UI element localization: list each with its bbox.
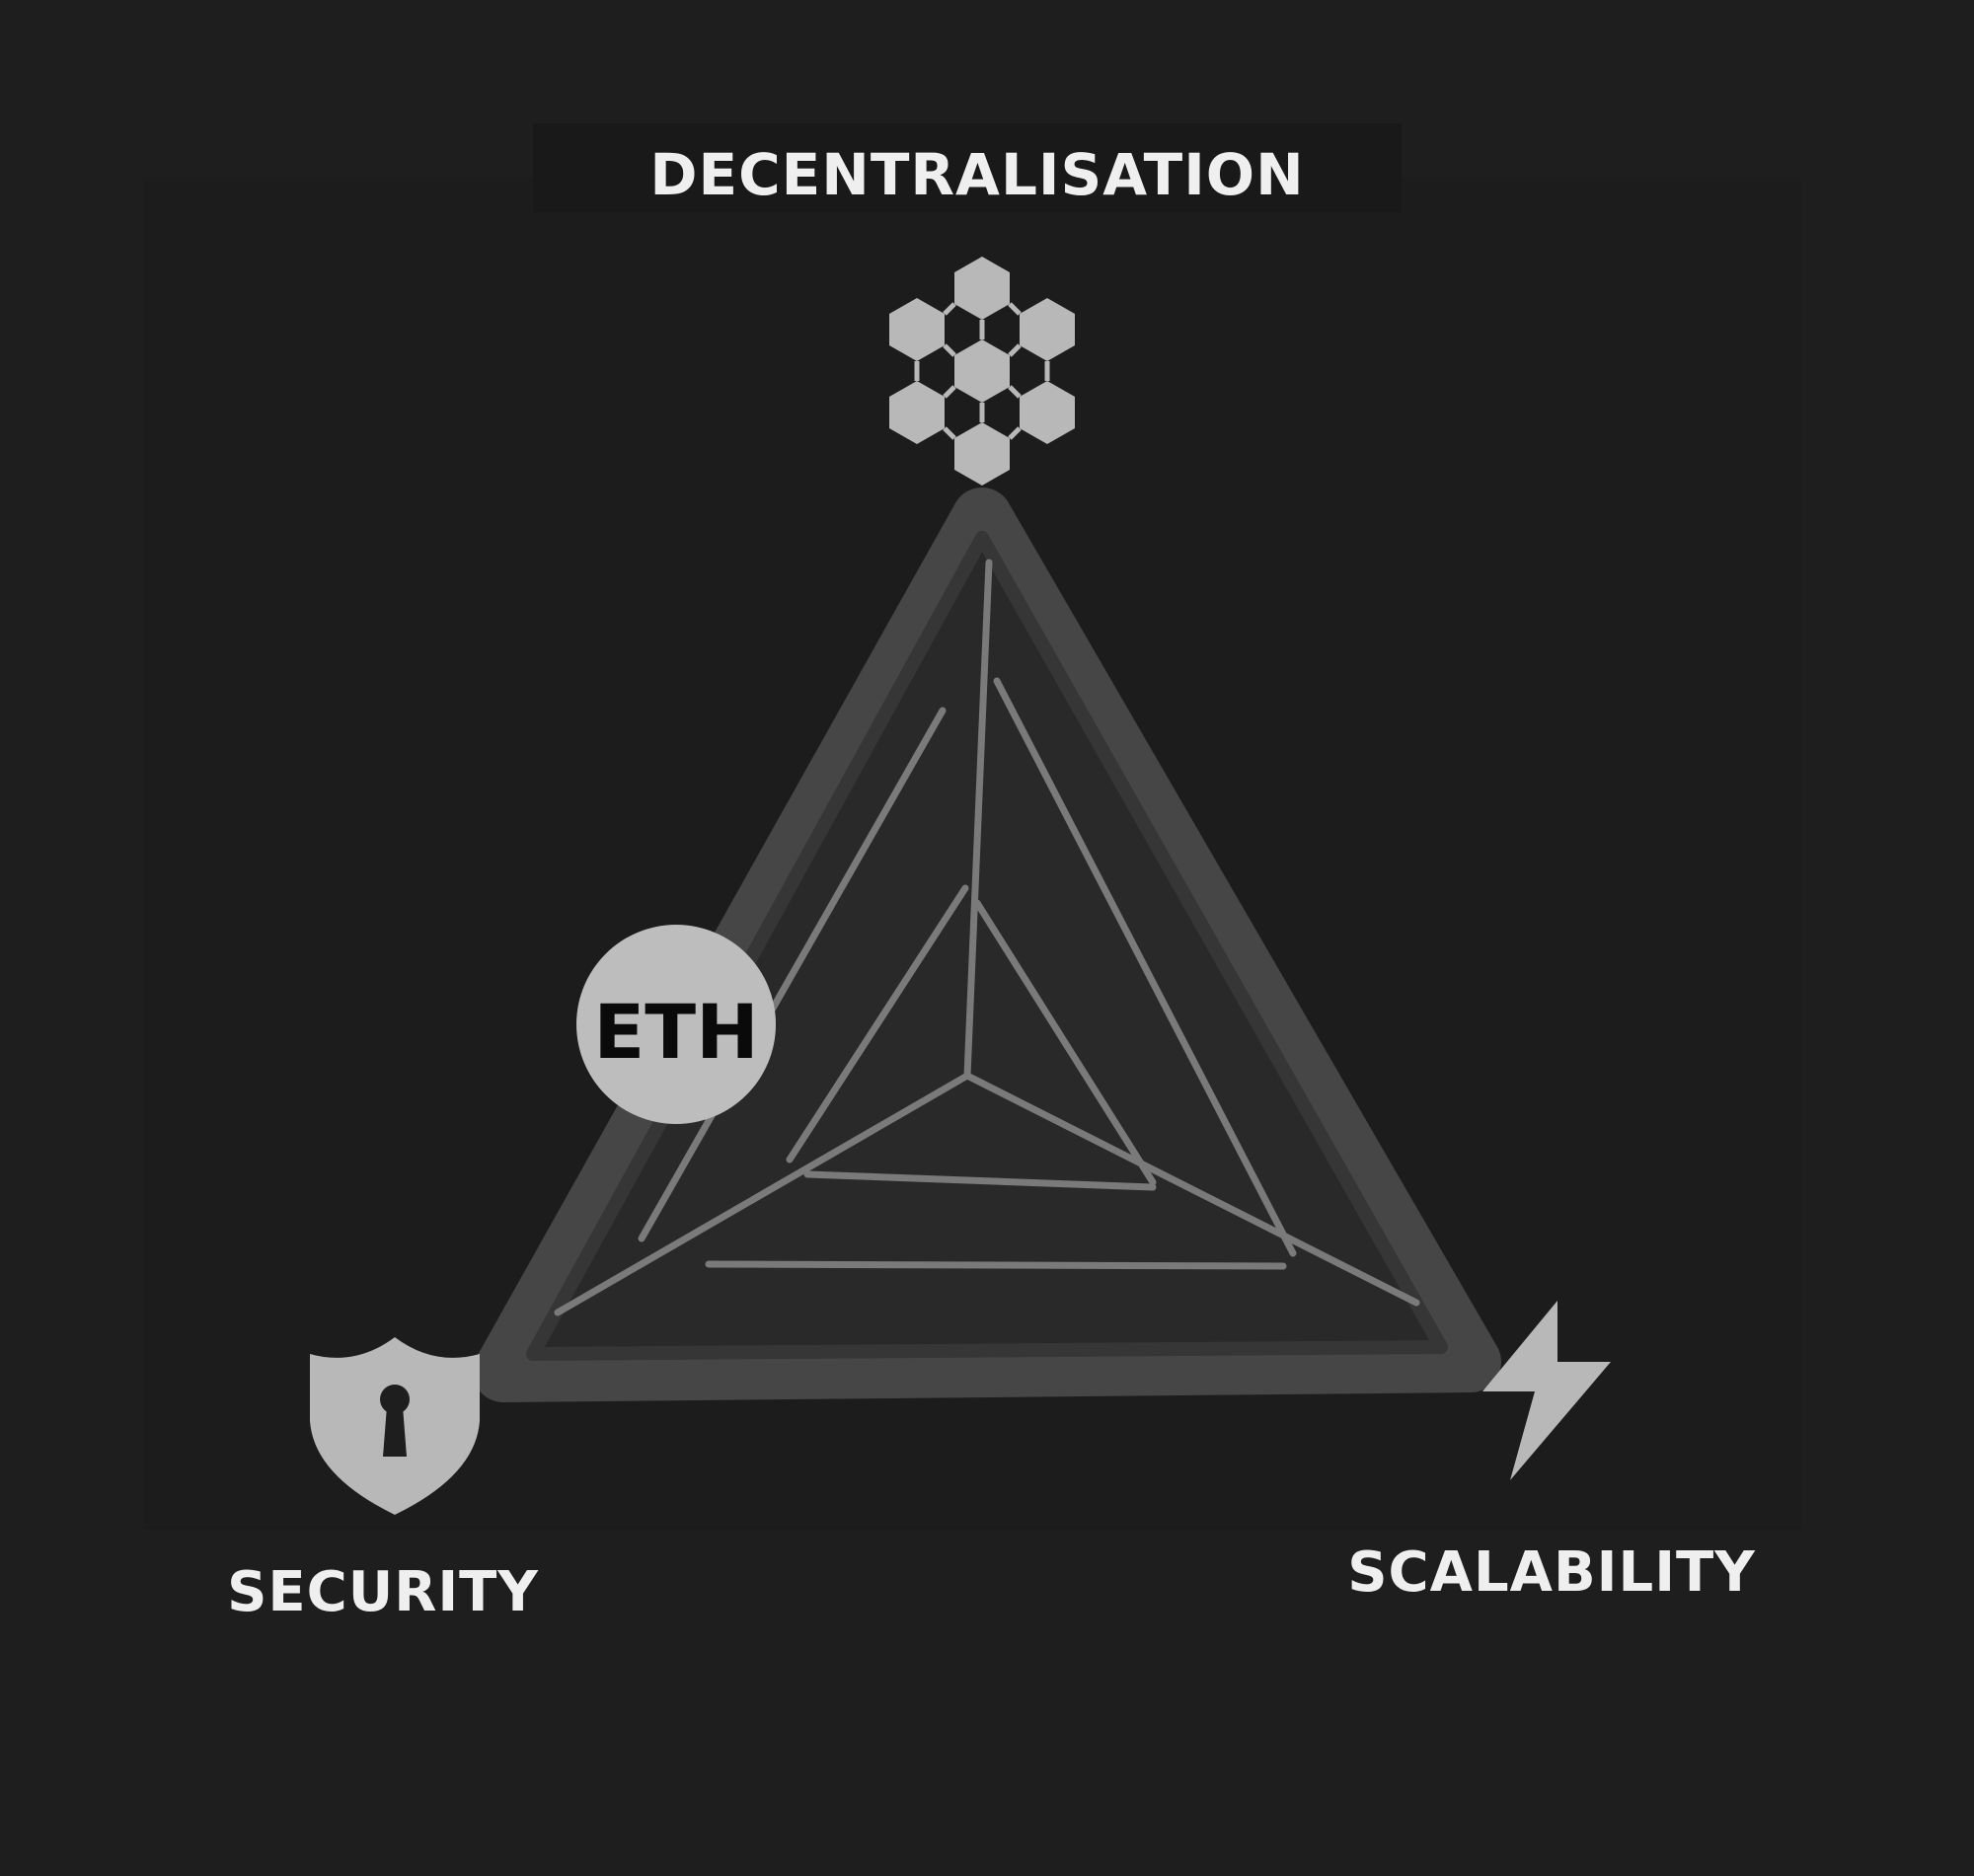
label-decentralisation: DECENTRALISATION [649, 141, 1304, 208]
lightning-bolt-icon [1482, 1301, 1611, 1480]
shield-keyhole-icon [310, 1337, 480, 1515]
hexagon-network-icon [889, 257, 1075, 486]
header-panel [533, 123, 1402, 212]
inner-structure-lines [554, 559, 1420, 1316]
label-scalability: SCALABILITY [1347, 1540, 1756, 1605]
eth-label: ETH [593, 988, 758, 1076]
eth-badge: ETH [576, 925, 776, 1124]
triangle-inner-edge [526, 531, 1448, 1361]
label-security: SECURITY [227, 1560, 539, 1624]
